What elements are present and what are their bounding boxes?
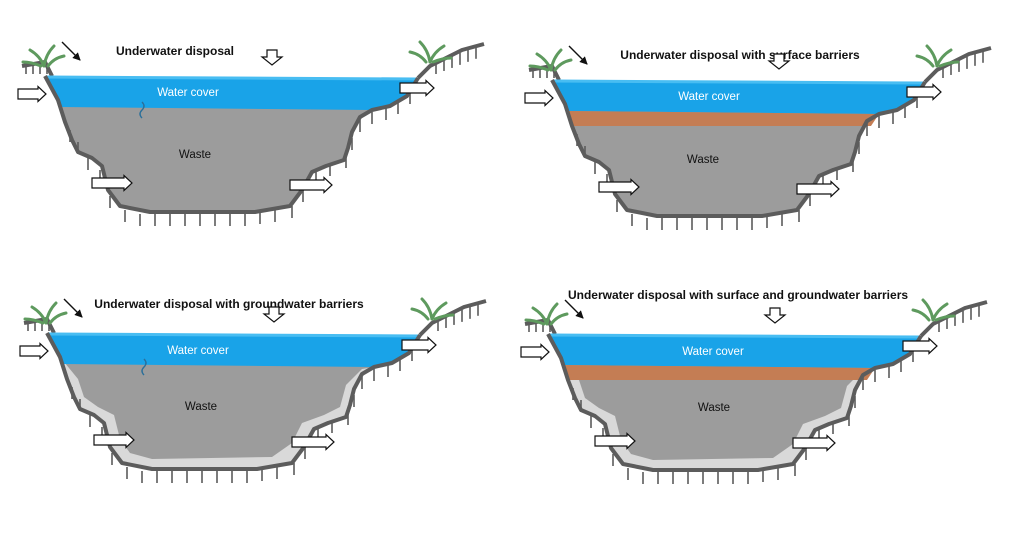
plant-leaf (431, 56, 453, 64)
water-cover (47, 333, 420, 367)
flow-arrow (524, 89, 554, 107)
pit-outline (45, 332, 422, 471)
waste-label: Waste (185, 401, 217, 413)
water-surface (548, 333, 920, 339)
flow-arrow (594, 432, 636, 450)
water-cover-label: Water cover (167, 345, 229, 357)
surface-barrier (567, 111, 879, 126)
waste-body (47, 333, 420, 469)
pit-outline (546, 333, 923, 472)
water-surface (47, 332, 419, 338)
plant-leaf (410, 307, 430, 321)
plant-leaf (915, 54, 935, 68)
ground-right (923, 46, 992, 84)
infiltration-arrow (767, 53, 791, 70)
plant-leaf (545, 302, 559, 326)
ground-right (919, 300, 988, 338)
plant-leaf (420, 297, 434, 321)
pit-illustration (19, 297, 487, 483)
plant-leaf (524, 318, 546, 326)
water-cover-label: Water cover (682, 346, 744, 358)
flow-arrow (399, 79, 435, 97)
flow-arrow (291, 433, 335, 451)
infiltration-arrow (262, 306, 286, 323)
pit-illustration (520, 298, 988, 484)
plant-leaf (48, 311, 68, 325)
plant-leaf (46, 54, 66, 68)
flow-arrow (902, 337, 938, 355)
flow-arrow (91, 174, 133, 192)
flow-arrow (598, 178, 640, 196)
flow-arrow (17, 85, 47, 103)
surface-barrier (563, 365, 875, 380)
waste-label: Waste (179, 149, 211, 161)
panel-title: Underwater disposal with surface and gro… (568, 288, 908, 302)
water-cover (548, 334, 921, 368)
ground-right (416, 42, 485, 80)
inflow-arrow (568, 45, 588, 65)
plant-leaf (938, 60, 960, 68)
plant-leaf (925, 44, 939, 68)
plant-leaf (418, 40, 432, 64)
flow-arrow (401, 336, 437, 354)
plant-leaf (549, 312, 569, 326)
waste-body (45, 76, 418, 212)
plant-leaf (42, 44, 56, 68)
plant-leaf (553, 58, 573, 72)
flow-arrow (792, 434, 836, 452)
inflow-arrow (564, 299, 584, 319)
panel-underwater-disposal: Underwater disposal Water cover Waste (17, 40, 485, 226)
plant-leaf (44, 301, 58, 325)
flow-arrow (520, 343, 550, 361)
panel-title: Underwater disposal with surface barrier… (620, 48, 860, 62)
waste-label: Waste (698, 402, 730, 414)
plant-leaf (23, 317, 45, 325)
flow-arrow (906, 83, 942, 101)
panel-surface-barriers: Underwater disposal with surface barrier… (524, 44, 992, 230)
infiltration-arrow (763, 307, 787, 324)
plant-leaf (921, 298, 935, 322)
water-cover-label: Water cover (678, 91, 740, 103)
plant-leaf (549, 48, 563, 72)
panel-groundwater-barriers: Underwater disposal with groundwater bar… (19, 297, 487, 483)
flow-arrow (19, 342, 49, 360)
seepage-mark (141, 358, 147, 376)
flow-arrow (289, 176, 333, 194)
water-surface (45, 75, 417, 81)
flow-arrow (796, 180, 840, 198)
plant-leaf (433, 313, 455, 321)
water-cover (552, 80, 925, 114)
panel-surface-and-groundwater-barriers: Underwater disposal with surface and gro… (520, 288, 988, 484)
inflow-arrow (61, 41, 81, 61)
waste-label: Waste (687, 154, 719, 166)
plant-leaf (528, 64, 550, 72)
water-cover-label: Water cover (157, 87, 219, 99)
plant-leaf (934, 314, 956, 322)
panel-title: Underwater disposal with groundwater bar… (94, 297, 364, 311)
ground-right (418, 299, 487, 337)
plant-leaf (21, 60, 43, 68)
panel-title: Underwater disposal (116, 44, 234, 58)
plant-leaf (911, 308, 931, 322)
water-cover (45, 76, 418, 110)
pit-outline (550, 79, 927, 218)
pit-illustration (17, 40, 485, 226)
flow-arrow (93, 431, 135, 449)
plant-leaf (408, 50, 428, 64)
seepage-mark (139, 101, 145, 119)
pit-illustration (524, 44, 992, 230)
inflow-arrow (63, 298, 83, 318)
water-surface (552, 79, 924, 85)
pit-outline (43, 75, 420, 214)
infiltration-arrow (260, 49, 284, 66)
